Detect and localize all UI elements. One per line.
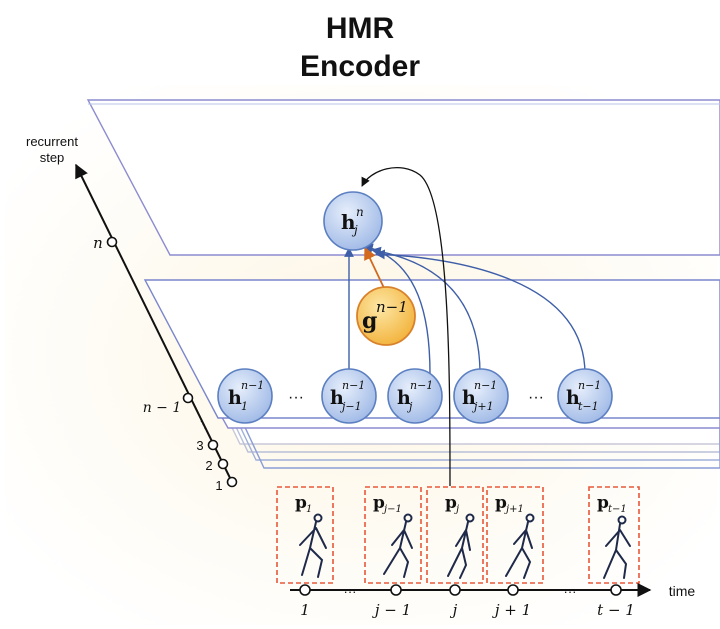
hidden-node-t-minus-1-sub: t−1 bbox=[578, 400, 599, 413]
time-tick-j-plus-1-label: j + 1 bbox=[492, 601, 531, 619]
edge-pj-to-top bbox=[361, 166, 451, 487]
node-ellipsis-right: ··· bbox=[528, 389, 544, 406]
pose-figures bbox=[299, 513, 631, 579]
pose-labels: p 1 p j−1 p j p j+1 p t−1 bbox=[295, 493, 627, 515]
axis-recurrent-label-2: step bbox=[40, 150, 65, 165]
pose-figure-j-plus-1 bbox=[505, 513, 535, 579]
axis-step-3-marker bbox=[207, 439, 219, 451]
hidden-node-j-plus-1: h j+1 n−1 bbox=[453, 368, 509, 424]
hidden-node-j: h j n−1 bbox=[387, 368, 443, 424]
pose-frames bbox=[276, 486, 640, 584]
hidden-node-j-minus-1-sup: n−1 bbox=[342, 379, 365, 392]
hidden-node-j-minus-1-sub: j−1 bbox=[339, 400, 362, 413]
global-node-base: g bbox=[362, 308, 377, 334]
time-axis: ··· ··· time 1 j − 1 j j + 1 t − 1 bbox=[290, 583, 695, 619]
recurrent-axis: recurrent step n n − 1 ... 3 2 1 bbox=[26, 134, 238, 493]
time-tick-t-minus-1-marker bbox=[610, 584, 622, 596]
time-tick-t-minus-1-label: t − 1 bbox=[597, 601, 635, 619]
top-node-base: h bbox=[341, 210, 356, 234]
hidden-node-j-sup: n−1 bbox=[410, 379, 433, 392]
time-tick-j-minus-1-label: j − 1 bbox=[372, 601, 411, 619]
axis-step-n-minus-1-marker bbox=[182, 392, 194, 404]
axis-recurrent-label-1: recurrent bbox=[26, 134, 78, 149]
hidden-node-j-minus-1-base: h bbox=[330, 387, 344, 409]
axis-step-1-marker bbox=[226, 476, 238, 488]
pose-label-j-plus-1-base: p bbox=[495, 493, 507, 513]
axis-step-2-label: 2 bbox=[205, 458, 212, 473]
top-plane bbox=[86, 99, 720, 256]
pose-label-j-plus-1-sub: j+1 bbox=[504, 504, 524, 515]
pose-label-j-base: p bbox=[445, 493, 457, 513]
title-line-2: Encoder bbox=[299, 50, 421, 83]
hidden-node-row: h 1 n−1 ··· h j−1 n−1 h j n−1 h j+1 n bbox=[217, 368, 613, 424]
time-ellipsis-left: ··· bbox=[344, 584, 357, 599]
edge-global-to-top bbox=[364, 246, 385, 289]
axis-step-n-marker bbox=[106, 236, 118, 248]
axis-step-n-label: n bbox=[93, 234, 103, 252]
top-node-sub: j bbox=[351, 223, 358, 237]
edge-ht-to-top bbox=[375, 249, 586, 375]
hidden-node-j-plus-1-base: h bbox=[462, 387, 476, 409]
node-ellipsis-left: ··· bbox=[288, 389, 304, 406]
pose-figure-j bbox=[447, 513, 475, 579]
edges bbox=[344, 166, 586, 487]
axis-step-n-minus-1-label: n − 1 bbox=[143, 400, 182, 416]
hidden-node-j-plus-1-sup: n−1 bbox=[474, 379, 497, 392]
title-line-1: HMR bbox=[325, 12, 395, 45]
hidden-node-1-base: h bbox=[228, 387, 242, 409]
hidden-node-j-sub: j bbox=[406, 400, 413, 413]
pose-figure-j-minus-1 bbox=[383, 513, 413, 578]
diagram-title: HMR Encoder bbox=[0, 10, 720, 86]
axis-step-1-label: 1 bbox=[215, 478, 222, 493]
top-node: h j n bbox=[323, 191, 383, 251]
pose-frame-j-minus-1 bbox=[364, 486, 422, 584]
time-tick-j-minus-1-marker bbox=[390, 584, 402, 596]
pose-frame-t-minus-1 bbox=[588, 486, 640, 584]
hidden-node-t-minus-1-sup: n−1 bbox=[578, 379, 601, 392]
pose-figure-t-minus-1 bbox=[603, 515, 631, 579]
pose-label-j-minus-1-sub: j−1 bbox=[382, 504, 402, 515]
pose-label-1-sub: 1 bbox=[306, 504, 312, 515]
hidden-node-1-sub: 1 bbox=[241, 400, 248, 413]
hidden-node-1: h 1 n−1 bbox=[217, 368, 273, 424]
pose-label-1-base: p bbox=[295, 493, 307, 513]
pose-label-t-minus-1-base: p bbox=[597, 493, 609, 513]
time-tick-j-label: j bbox=[450, 601, 458, 619]
hidden-node-1-sup: n−1 bbox=[241, 379, 264, 392]
hidden-node-j-base: h bbox=[397, 387, 411, 409]
time-tick-j-plus-1-marker bbox=[507, 584, 519, 596]
axis-step-2-marker bbox=[217, 458, 229, 470]
hidden-node-j-minus-1: h j−1 n−1 bbox=[321, 368, 377, 424]
hidden-node-j-plus-1-sub: j+1 bbox=[471, 400, 494, 413]
hidden-node-t-minus-1-base: h bbox=[566, 387, 580, 409]
pose-frame-1 bbox=[276, 486, 334, 584]
time-tick-j-marker bbox=[449, 584, 461, 596]
time-ellipsis-right: ··· bbox=[564, 584, 577, 599]
time-tick-1-marker bbox=[299, 584, 311, 596]
pose-label-t-minus-1-sub: t−1 bbox=[608, 504, 627, 515]
global-node: g n−1 bbox=[356, 286, 416, 346]
hidden-node-t-minus-1: h t−1 n−1 bbox=[557, 368, 613, 424]
top-node-sup: n bbox=[356, 205, 364, 219]
pose-frame-j bbox=[426, 486, 484, 584]
time-axis-label: time bbox=[669, 583, 696, 599]
time-tick-1-label: 1 bbox=[300, 601, 310, 619]
axis-step-3-label: 3 bbox=[196, 438, 203, 453]
pose-frame-j-plus-1 bbox=[486, 486, 544, 584]
pose-figure-1 bbox=[299, 513, 327, 578]
pose-label-j-minus-1-base: p bbox=[373, 493, 385, 513]
pose-label-j-sub: j bbox=[454, 504, 459, 515]
global-node-sup: n−1 bbox=[376, 298, 408, 316]
